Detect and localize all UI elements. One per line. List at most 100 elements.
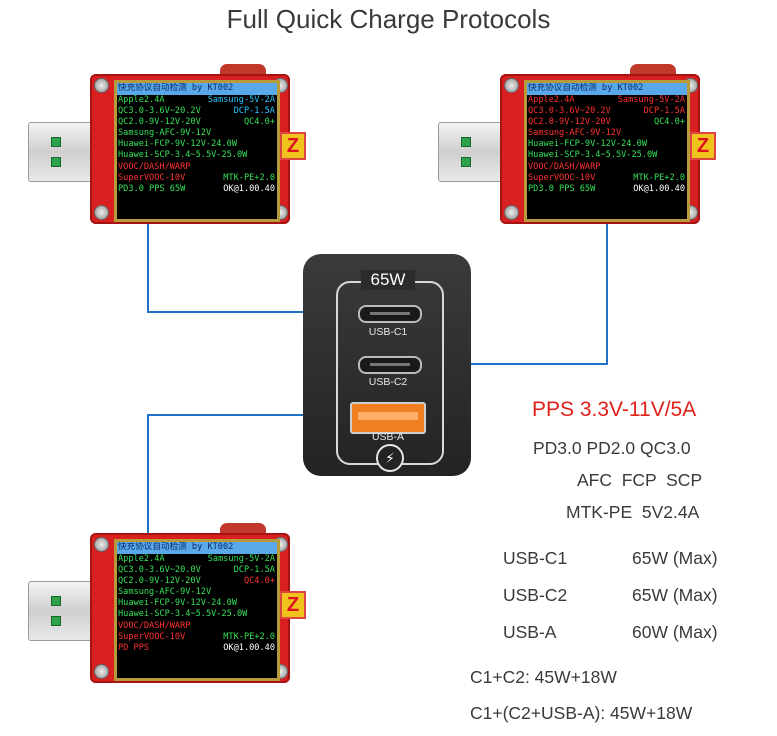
screen-line: Huawei-SCP-3.4~5.5V-25.0W	[117, 609, 277, 620]
protocol-text: QC2.0-9V-12V-20V	[528, 117, 611, 128]
screen-line: Samsung-AFC-9V-12V	[527, 128, 687, 139]
protocol-text-right: MTK-PE+2.0	[633, 172, 685, 183]
screen-line: Huawei-FCP-9V-12V-24.0W	[117, 139, 277, 150]
screen-lines: Apple2.4A Samsung-5V-2A QC3.0-3.6V~20.0V DC…	[117, 554, 277, 654]
usb-c2-label: USB-C2	[368, 376, 408, 388]
lightning-icon: ⚡	[376, 444, 404, 472]
screen-line: Apple2.4A Samsung-5V-2A	[117, 554, 277, 565]
usb-c1-label: USB-C1	[368, 326, 408, 338]
z-logo-icon: Z	[690, 132, 716, 160]
usb-tester-top-left: 快充协议自动检测 by KT002 Apple2.4A Samsung-5V-2A…	[28, 64, 306, 224]
charger-wattage: 65W	[361, 270, 415, 290]
protocol-text: Huawei-FCP-9V-12V-24.0W	[118, 598, 237, 609]
usb-a-plug	[438, 122, 510, 182]
screen-line: QC2.0-9V-12V-20V QC4.0+	[117, 576, 277, 587]
usb-tester-bottom-left: 快充协议自动检测 by KT002 Apple2.4A Samsung-5V-2A…	[28, 523, 306, 683]
protocol-text: QC3.0-3.6V~20.2V	[118, 106, 201, 117]
usb-a-port	[350, 402, 426, 434]
protocol-text-right: DCP-1.5A	[233, 565, 275, 576]
protocol-text: Huawei-FCP-9V-12V-24.0W	[118, 139, 237, 150]
protocol-text: QC2.0-9V-12V-20V	[118, 576, 201, 587]
screen-line: Samsung-AFC-9V-12V	[117, 128, 277, 139]
protocol-text: Samsung-AFC-9V-12V	[118, 587, 212, 598]
screen-line: SuperVOOC-10V MTK-PE+2.0	[117, 632, 277, 643]
protocol-text-right: QC4.0+	[243, 117, 275, 128]
screen-header: 快充协议自动检测 by KT002	[117, 83, 277, 95]
protocol-text: Huawei-SCP-3.4~5.5V-25.0W	[118, 150, 248, 161]
protocol-text-right: QC4.0+	[243, 576, 275, 587]
tester-screen: 快充协议自动检测 by KT002 Apple2.4A Samsung-5V-2A…	[114, 80, 280, 222]
protocol-line-1: PD3.0 PD2.0 QC3.0	[533, 438, 691, 458]
screen-line: VOOC/DASH/WARP	[117, 162, 277, 173]
usb-a-plug	[28, 581, 100, 641]
protocol-text-right: OK@1.00.40	[223, 183, 275, 194]
protocol-text: Samsung-AFC-9V-12V	[528, 128, 622, 139]
z-logo-icon: Z	[280, 132, 306, 160]
protocol-text: PD3.0 PPS 65W	[118, 183, 186, 194]
port-name-c2: USB-C2	[503, 585, 568, 605]
screen-lines: Apple2.4A Samsung-5V-2A QC3.0-3.6V~20.2V DC…	[117, 95, 277, 195]
protocol-text: SuperVOOC-10V	[528, 172, 596, 183]
protocol-text-right: OK@1.00.40	[633, 183, 685, 194]
usb-a-plug	[28, 122, 100, 182]
protocol-text: Apple2.4A	[118, 554, 165, 564]
page-title: Full Quick Charge Protocols	[226, 4, 551, 34]
protocol-line-3: MTK-PE 5V2.4A	[566, 502, 700, 522]
screen-line: QC2.0-9V-12V-20V QC4.0+	[527, 117, 687, 128]
charger: 65W USB-C1 USB-C2 USB-A ⚡	[303, 254, 471, 476]
screen-header: 快充协议自动检测 by KT002	[527, 83, 687, 95]
screen-lines: Apple2.4A Samsung-5V-2A QC3.0-3.6V~20.2V DC…	[527, 95, 687, 195]
protocol-text: Huawei-SCP-3.4~5.5V-25.0W	[528, 150, 658, 161]
protocol-text: VOOC/DASH/WARP	[118, 161, 191, 172]
protocol-text: Apple2.4A	[118, 95, 165, 105]
usb-tester-top-right: 快充协议自动检测 by KT002 Apple2.4A Samsung-5V-2A…	[438, 64, 716, 224]
protocol-line-2: AFC FCP SCP	[577, 470, 703, 490]
protocol-text: VOOC/DASH/WARP	[528, 161, 601, 172]
protocol-text: SuperVOOC-10V	[118, 631, 186, 642]
z-logo-icon: Z	[280, 591, 306, 619]
protocol-text: SuperVOOC-10V	[118, 172, 186, 183]
port-power-a: 60W (Max)	[632, 622, 718, 642]
screen-line: Huawei-FCP-9V-12V-24.0W	[527, 139, 687, 150]
screen-line: QC2.0-9V-12V-20V QC4.0+	[117, 117, 277, 128]
usb-c2-port	[358, 356, 422, 374]
screen-line: Huawei-SCP-3.4~5.5V-25.0W	[117, 150, 277, 161]
screen-line: QC3.0-3.6V~20.2V DCP-1.5A	[527, 106, 687, 117]
protocol-text: VOOC/DASH/WARP	[118, 620, 191, 631]
screen-line: Apple2.4A Samsung-5V-2A	[527, 95, 687, 106]
protocol-text-right: Samsung-5V-2A	[617, 95, 685, 105]
tester-screen: 快充协议自动检测 by KT002 Apple2.4A Samsung-5V-2A…	[524, 80, 690, 222]
screen-line: PD3.0 PPS 65W OK@1.00.40	[117, 184, 277, 195]
protocol-text: QC2.0-9V-12V-20V	[118, 117, 201, 128]
screen-line: Huawei-FCP-9V-12V-24.0W	[117, 598, 277, 609]
screen-line: VOOC/DASH/WARP	[117, 621, 277, 632]
protocol-text-right: MTK-PE+2.0	[223, 631, 275, 642]
protocol-text: PD3.0 PPS 65W	[528, 183, 596, 194]
protocol-text: QC3.0-3.6V~20.2V	[528, 106, 611, 117]
usb-c1-port	[358, 305, 422, 323]
protocol-text-right: QC4.0+	[653, 117, 685, 128]
protocol-text: Samsung-AFC-9V-12V	[118, 128, 212, 139]
screen-line: QC3.0-3.6V~20.0V DCP-1.5A	[117, 565, 277, 576]
protocol-text: Huawei-SCP-3.4~5.5V-25.0W	[118, 609, 248, 620]
protocol-text-right: DCP-1.5A	[643, 106, 685, 117]
protocol-text: Apple2.4A	[528, 95, 575, 105]
screen-line: Samsung-AFC-9V-12V	[117, 587, 277, 598]
usb-a-label: USB-A	[371, 431, 405, 443]
combo-line-2: C1+(C2+USB-A): 45W+18W	[470, 703, 693, 723]
protocol-text-right: Samsung-5V-2A	[207, 554, 275, 564]
protocol-text: PD PPS	[118, 642, 150, 653]
screen-line: Huawei-SCP-3.4~5.5V-25.0W	[527, 150, 687, 161]
pps-spec: PPS 3.3V-11V/5A	[532, 398, 697, 421]
port-name-c1: USB-C1	[503, 548, 568, 568]
tester-screen: 快充协议自动检测 by KT002 Apple2.4A Samsung-5V-2A…	[114, 539, 280, 681]
protocol-text-right: Samsung-5V-2A	[207, 95, 275, 105]
screen-header: 快充协议自动检测 by KT002	[117, 542, 277, 554]
protocol-text: QC3.0-3.6V~20.0V	[118, 565, 201, 576]
screen-line: PD3.0 PPS 65W OK@1.00.40	[527, 184, 687, 195]
protocol-text-right: DCP-1.5A	[233, 106, 275, 117]
screen-line: QC3.0-3.6V~20.2V DCP-1.5A	[117, 106, 277, 117]
port-power-c1: 65W (Max)	[632, 548, 718, 568]
